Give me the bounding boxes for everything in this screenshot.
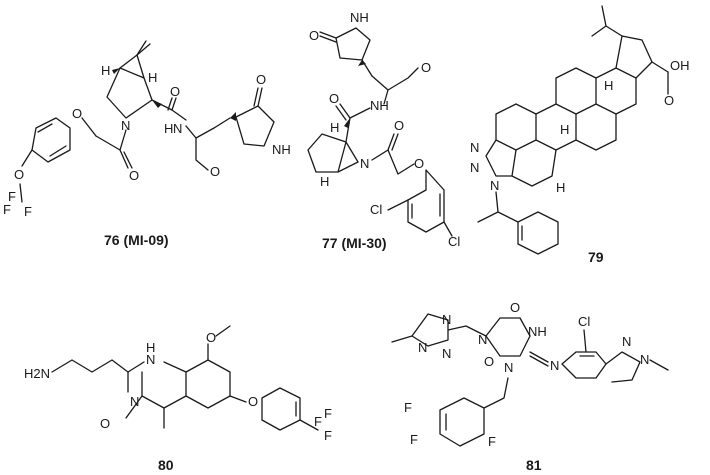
- compound-label: 76 (MI-09): [104, 232, 169, 248]
- atom-f: F: [3, 202, 11, 217]
- atom-o: O: [510, 300, 520, 315]
- atom-o: O: [14, 167, 24, 182]
- atom-h: H: [556, 180, 565, 195]
- atom-h: H: [146, 340, 155, 355]
- atom-o: O: [421, 60, 431, 75]
- atom-o: O: [329, 91, 339, 106]
- atom-n: N: [470, 160, 479, 175]
- compound-label: 81: [526, 457, 542, 473]
- atom-cl: Cl: [370, 202, 382, 217]
- atom-f: F: [404, 400, 412, 415]
- atom-n: N: [130, 394, 139, 409]
- compound-80: H2N N H N O O O F F F 80: [24, 325, 332, 473]
- atom-n: N: [504, 360, 513, 375]
- atom-h: H: [101, 63, 110, 78]
- compound-76: H H N O N H O O NH O O O F: [3, 40, 291, 248]
- atom-o: O: [309, 28, 319, 43]
- atom-n: N: [622, 334, 631, 349]
- atom-nh: NH: [370, 98, 389, 113]
- atom-o: O: [484, 354, 494, 369]
- atom-n: N: [146, 352, 155, 367]
- atom-h: H: [164, 121, 173, 136]
- atom-o: O: [256, 72, 266, 87]
- atom-n: N: [478, 332, 487, 347]
- atom-n: N: [442, 346, 451, 361]
- atom-oh: OH: [670, 58, 690, 73]
- atom-o: O: [72, 106, 82, 121]
- atom-o: O: [129, 168, 139, 183]
- atom-o: O: [206, 330, 216, 345]
- atom-f: F: [410, 432, 418, 447]
- atom-n: N: [640, 352, 649, 367]
- atom-nh: NH: [350, 10, 369, 25]
- atom-o: O: [100, 416, 110, 431]
- atom-n: N: [173, 121, 182, 136]
- atom-o: O: [664, 93, 674, 108]
- atom-h: H: [560, 122, 569, 137]
- atom-f: F: [324, 406, 332, 421]
- atom-f: F: [488, 434, 496, 449]
- atom-n: N: [470, 140, 479, 155]
- atom-nh: NH: [528, 324, 547, 339]
- atom-n: N: [490, 178, 499, 193]
- atom-n: N: [550, 358, 559, 373]
- compound-label: 80: [158, 457, 174, 473]
- atom-h: H: [320, 174, 329, 189]
- atom-o: O: [210, 164, 220, 179]
- atom-n: N: [442, 312, 451, 327]
- compound-81: N N N O NH O N N N Cl N N F F F 81: [391, 300, 669, 473]
- atom-cl: Cl: [448, 234, 460, 249]
- atom-cl: Cl: [578, 314, 590, 329]
- atom-o: O: [394, 118, 404, 133]
- atom-f: F: [324, 428, 332, 443]
- atom-n: N: [121, 118, 130, 133]
- compound-label: 79: [588, 249, 604, 265]
- atom-n: N: [418, 340, 427, 355]
- atom-o: O: [248, 394, 258, 409]
- compound-77: NH O O NH O H H N O O Cl Cl 77 (: [307, 10, 460, 251]
- atom-h: H: [604, 78, 613, 93]
- atom-f: F: [314, 414, 322, 429]
- atom-h: H: [330, 120, 339, 135]
- compound-79: OH O H H H N N N 79: [470, 5, 690, 265]
- atom-n: N: [360, 156, 369, 171]
- compound-label: 77 (MI-30): [322, 235, 387, 251]
- atom-f: F: [24, 204, 32, 219]
- atom-h2n: H2N: [24, 366, 50, 381]
- atom-h: H: [148, 70, 157, 85]
- atom-o: O: [414, 156, 424, 171]
- atom-nh: NH: [272, 142, 291, 157]
- atom-f: F: [8, 189, 16, 204]
- atom-o: O: [170, 84, 180, 99]
